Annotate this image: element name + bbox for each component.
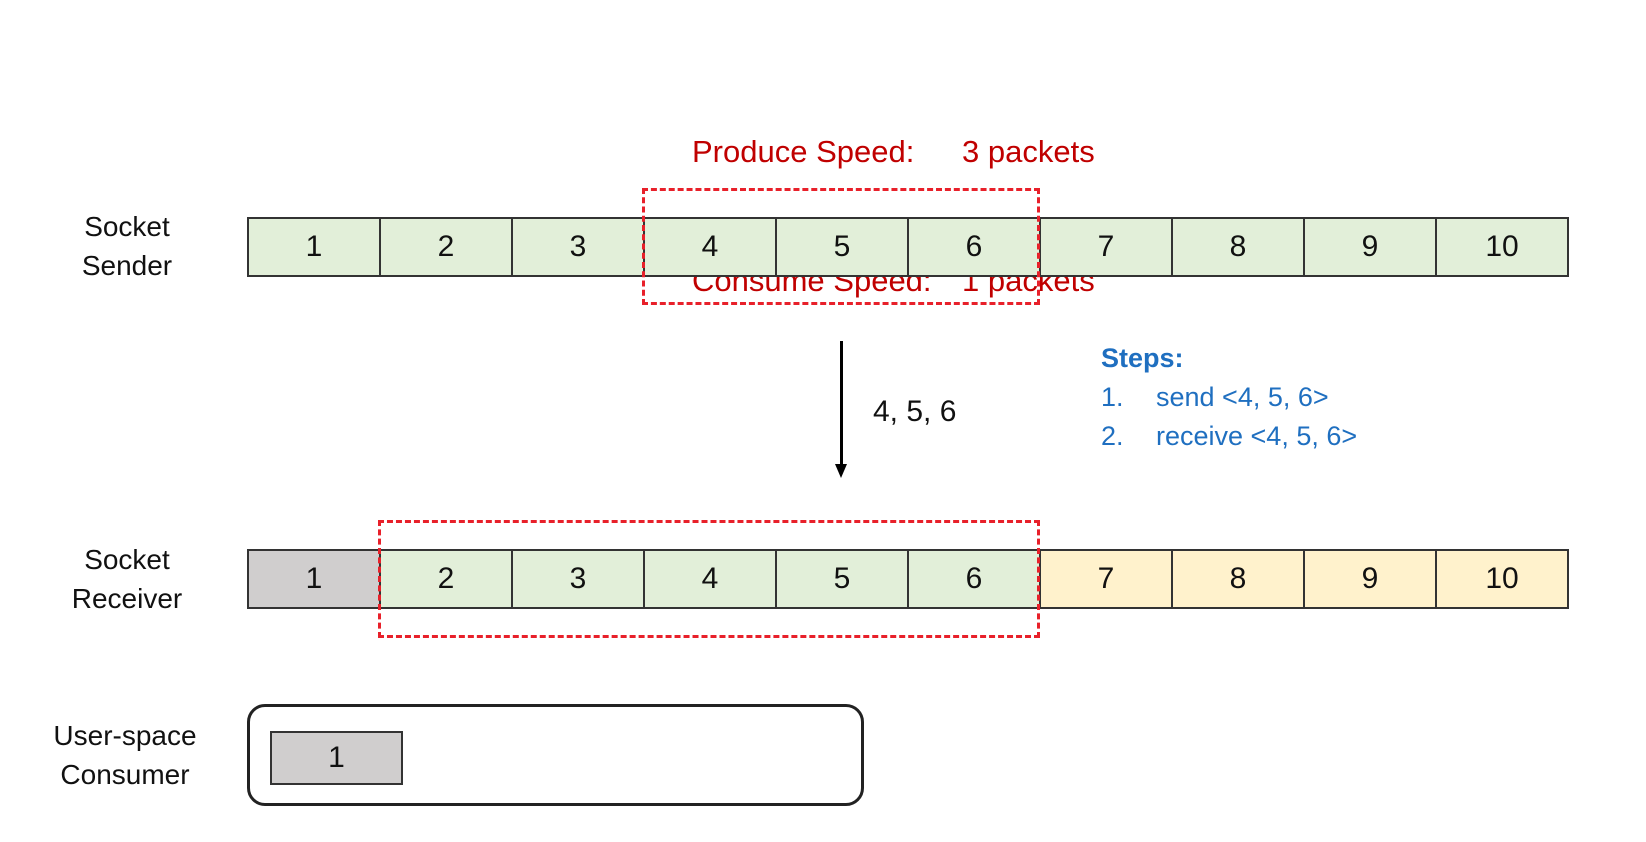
sender-packet: 10 [1437, 219, 1569, 275]
sender-label-line2: Sender [81, 250, 173, 281]
receiver-label-line2: Receiver [71, 583, 183, 614]
receiver-packet: 2 [381, 551, 513, 607]
receiver-packet-pending: 10 [1437, 551, 1569, 607]
sender-packet: 9 [1305, 219, 1437, 275]
receiver-packet: 4 [645, 551, 777, 607]
sender-buffer: 1 2 3 4 5 6 7 8 9 10 [247, 217, 1569, 277]
sender-label-line1: Socket [84, 211, 170, 242]
steps-title: Steps: [1101, 343, 1184, 373]
sender-packet: 7 [1041, 219, 1173, 275]
sender-packet: 4 [645, 219, 777, 275]
step-number: 1. [1101, 382, 1124, 412]
sender-window [642, 188, 1040, 305]
step-text: receive <4, 5, 6> [1156, 421, 1358, 451]
sender-label: Socket Sender [37, 207, 217, 285]
step-item: 2. receive <4, 5, 6> [1101, 417, 1357, 456]
receiver-packet: 6 [909, 551, 1041, 607]
receiver-packet-consumed: 1 [249, 551, 381, 607]
sender-packet: 3 [513, 219, 645, 275]
receiver-packet-pending: 7 [1041, 551, 1173, 607]
consumer-label-line1: User-space [53, 720, 197, 751]
steps-list: Steps: 1. send <4, 5, 6> 2. receive <4, 5,… [1101, 339, 1357, 456]
sender-packet: 1 [249, 219, 381, 275]
receiver-buffer: 1 2 3 4 5 6 7 8 9 10 [247, 549, 1569, 609]
receiver-packet-pending: 8 [1173, 551, 1305, 607]
sender-packet: 2 [381, 219, 513, 275]
arrow-down-icon [835, 464, 847, 478]
step-number: 2. [1101, 421, 1124, 451]
step-text: send <4, 5, 6> [1156, 382, 1329, 412]
receiver-packet: 3 [513, 551, 645, 607]
produce-speed-label: Produce Speed: [692, 134, 915, 169]
transfer-arrow-line [840, 341, 843, 469]
receiver-label-line1: Socket [84, 544, 170, 575]
sender-packet: 5 [777, 219, 909, 275]
produce-speed-line: Produce Speed: 3 packets [692, 130, 1095, 173]
transfer-label: 4, 5, 6 [873, 395, 957, 428]
produce-speed-value: 3 packets [962, 134, 1095, 169]
sender-packet: 8 [1173, 219, 1305, 275]
receiver-label: Socket Receiver [37, 540, 217, 618]
sender-packet: 6 [909, 219, 1041, 275]
consumer-label: User-space Consumer [35, 716, 215, 794]
consumer-packet: 1 [270, 731, 403, 785]
step-item: 1. send <4, 5, 6> [1101, 378, 1357, 417]
consumer-label-line2: Consumer [60, 759, 190, 790]
receiver-packet: 5 [777, 551, 909, 607]
consumer-box [247, 704, 864, 806]
receiver-window [378, 520, 1040, 638]
receiver-packet-pending: 9 [1305, 551, 1437, 607]
